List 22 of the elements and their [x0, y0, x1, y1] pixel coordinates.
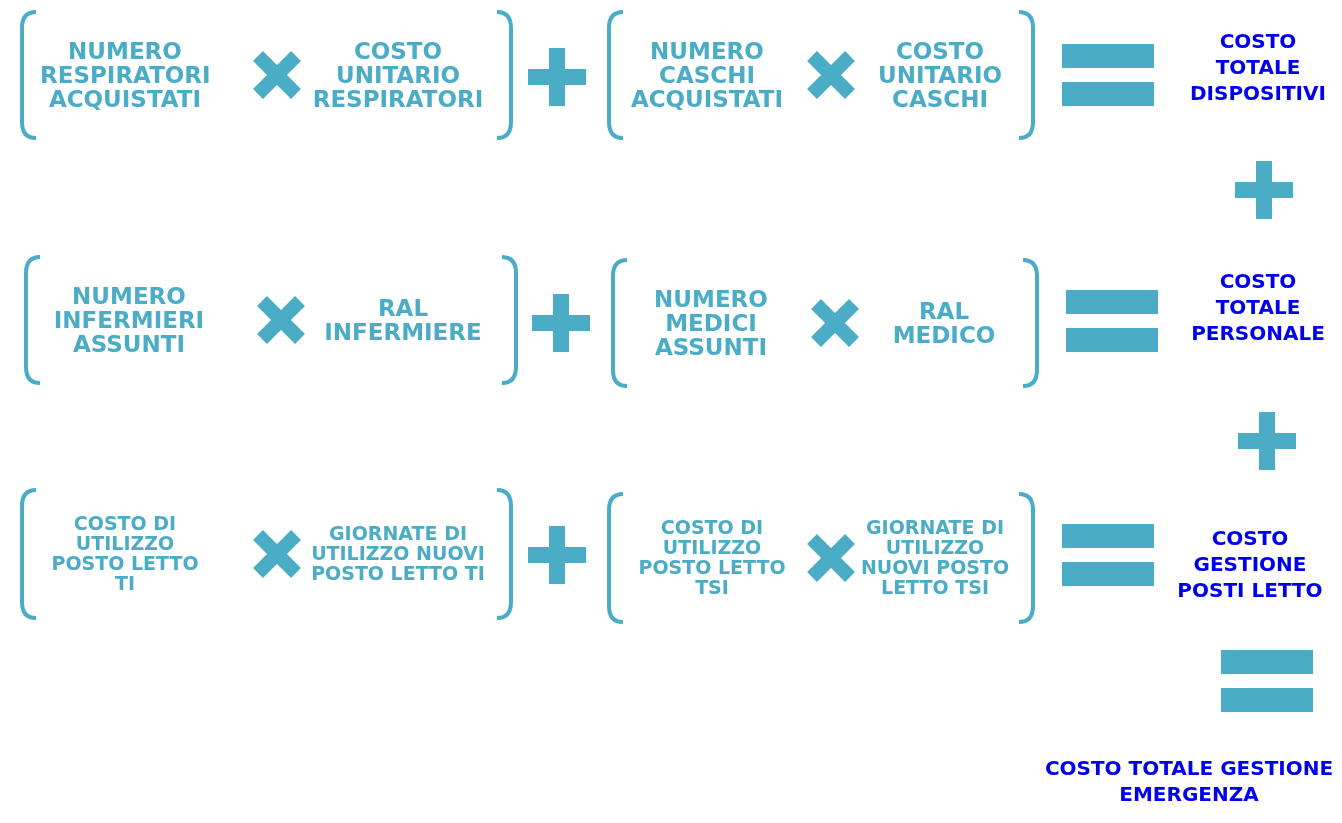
factor-text: GIORNATE DI UTILIZZO NUOVI POSTO LETTO TI	[310, 524, 486, 584]
factor-text: RAL INFERMIERE	[323, 295, 483, 345]
factor-text: NUMERO RESPIRATORI ACQUISTATI	[40, 38, 210, 112]
bracketed-product	[18, 488, 515, 620]
factor-text: NUMERO CASCHI ACQUISTATI	[629, 38, 785, 112]
bracketed-product	[22, 255, 520, 385]
factor-text: COSTO DI UTILIZZO POSTO LETTO TI	[50, 514, 200, 594]
result-text: COSTO TOTALE DISPOSITIVI	[1189, 28, 1327, 106]
factor-text: GIORNATE DI UTILIZZO NUOVI POSTO LETTO TSI	[859, 518, 1011, 598]
bracketed-product	[605, 10, 1037, 140]
bracketed-product	[609, 258, 1041, 388]
factor-text: COSTO DI UTILIZZO POSTO LETTO TSI	[637, 518, 787, 598]
factor-text: RAL MEDICO	[891, 298, 997, 348]
factor-text: COSTO UNITARIO RESPIRATORI	[311, 38, 485, 112]
result-text: COSTO TOTALE PERSONALE	[1190, 268, 1326, 346]
factor-text: COSTO UNITARIO CASCHI	[877, 38, 1003, 112]
result-text: COSTO TOTALE GESTIONE EMERGENZA	[1043, 755, 1335, 807]
bracketed-product	[18, 10, 515, 140]
factor-text: NUMERO INFERMIERI ASSUNTI	[52, 283, 206, 357]
result-text: COSTO GESTIONE POSTI LETTO	[1176, 525, 1324, 603]
bracketed-product	[605, 492, 1037, 624]
factor-text: NUMERO MEDICI ASSUNTI	[653, 286, 769, 360]
